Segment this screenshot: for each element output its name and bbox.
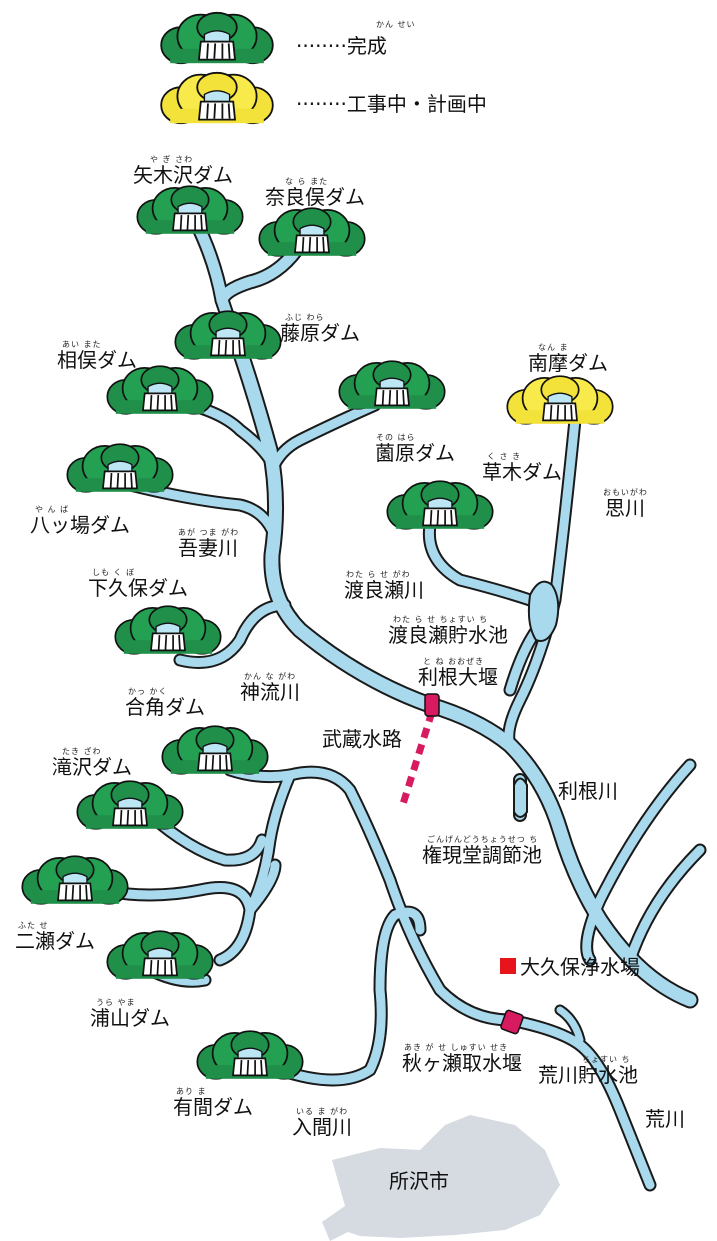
arima-label: 有間ダム	[173, 1095, 253, 1119]
watarase-reservoir-shape	[527, 580, 560, 642]
gongendo-ruby: ごんげんどうちょうせつ ち	[427, 835, 539, 844]
nanma-label: 南摩ダム	[528, 351, 608, 375]
iruma-ruby: いる ま がわ	[296, 1107, 349, 1116]
naramata-ruby: な ら また	[285, 177, 329, 186]
legend-complete: ········完成	[296, 30, 387, 59]
tone-weir-label: 利根大堰	[418, 665, 498, 689]
ara-river-label: 荒川	[645, 1107, 685, 1131]
tone-weir-ruby: と ね おおぜき	[423, 657, 485, 666]
gongendo-pond-shape	[513, 777, 528, 818]
rivers	[93, 212, 707, 1192]
naramata-label: 奈良俣ダム	[265, 185, 365, 209]
agatsuma-ruby: あが つま がわ	[178, 528, 240, 537]
watarase-ruby: わた ら せ がわ	[346, 570, 411, 579]
legend-planned-dots: ········	[296, 92, 347, 116]
fujiwara-dam-icon	[174, 310, 282, 360]
musashi-canal-line	[399, 710, 436, 806]
takizawa-label: 滝沢ダム	[52, 755, 132, 779]
kusaki-ruby: く さ き	[487, 452, 522, 461]
arima-dam-icon	[196, 1030, 304, 1080]
aimata-label: 相俣ダム	[57, 348, 137, 372]
watarase-reservoir-ruby: わた ら せ ちょすい ち	[393, 615, 489, 624]
kakkaku-dam-icon	[161, 725, 269, 775]
futase-dam-icon	[21, 855, 129, 905]
tokorozawa-city-area	[322, 1115, 560, 1241]
okubo-plant-label: 大久保浄水場	[520, 955, 640, 979]
sonohara-label: 薗原ダム	[375, 441, 455, 465]
urayama-dam-icon	[106, 930, 214, 980]
akigase-weir-marker	[500, 1009, 524, 1035]
shimokubo-dam-icon	[114, 605, 222, 655]
nanma-ruby: なん ま	[538, 343, 569, 352]
legend-complete-icon	[160, 11, 274, 65]
omoigawa-ruby: おもいがわ	[603, 488, 648, 497]
iruma-label: 入間川	[292, 1115, 352, 1139]
aimata-dam-icon	[106, 365, 214, 415]
legend-planned-label: 工事中・計画中	[346, 92, 487, 116]
legend-planned: ········工事中・計画中	[296, 88, 487, 117]
kanna-ruby: かん な がわ	[244, 672, 297, 681]
gongendo-label: 権現堂調節池	[422, 843, 542, 867]
nanma-dam-icon[interactable]	[506, 375, 614, 425]
kanna-label: 神流川	[240, 680, 300, 704]
musashi-canal-label: 武蔵水路	[322, 727, 402, 751]
takizawa-ruby: たき ざわ	[62, 747, 102, 756]
yanba-dam-icon	[66, 443, 174, 493]
akigase-weir-label: 秋ヶ瀬取水堰	[402, 1051, 522, 1075]
watarase-label: 渡良瀬川	[344, 578, 424, 602]
futase-label: 二瀬ダム	[15, 929, 95, 953]
yagisawa-ruby: や ぎ さわ	[150, 155, 194, 164]
kusaki-label: 草木ダム	[482, 460, 562, 484]
sonohara-ruby: その はら	[376, 433, 416, 442]
yanba-label: 八ッ場ダム	[30, 513, 130, 537]
shimokubo-label: 下久保ダム	[88, 576, 188, 600]
tone-weir-marker	[424, 693, 440, 717]
fujiwara-label: 藤原ダム	[280, 321, 360, 345]
urayama-label: 浦山ダム	[90, 1006, 170, 1030]
urayama-ruby: うら やま	[96, 998, 136, 1007]
legend-complete-ruby: かん せい	[376, 20, 416, 29]
yanba-ruby: や ん ば	[35, 505, 70, 514]
akigase-weir-ruby: あき が せ しゅすい せき	[404, 1043, 509, 1052]
legend-complete-dots: ········	[296, 34, 347, 58]
kusaki-dam-icon	[386, 480, 494, 530]
yagisawa-dam-icon	[136, 185, 244, 235]
legend-complete-label: 完成	[346, 34, 387, 58]
tokorozawa-city-label: 所沢市	[389, 1169, 449, 1193]
omoigawa-label: 思川	[605, 496, 645, 520]
watarase-reservoir-label: 渡良瀬貯水池	[388, 623, 508, 647]
tone-river-label: 利根川	[558, 779, 618, 803]
legend-planned-icon	[160, 71, 274, 125]
yagisawa-label: 矢木沢ダム	[133, 163, 233, 187]
sonohara-dam-icon	[338, 360, 446, 410]
arakawa-reservoir-ruby: ちょすい ち	[582, 1055, 631, 1064]
fujiwara-ruby: ふじ わら	[285, 313, 325, 322]
okubo-plant-marker	[500, 958, 516, 974]
arakawa-reservoir-label: 荒川貯水池	[538, 1063, 638, 1087]
agatsuma-label: 吾妻川	[178, 536, 238, 560]
shimokubo-ruby: しも く ぼ	[92, 568, 136, 577]
naramata-dam-icon	[258, 207, 366, 257]
futase-ruby: ふた せ	[18, 921, 49, 930]
kakkaku-label: 合角ダム	[125, 695, 205, 719]
arima-ruby: あり ま	[176, 1087, 207, 1096]
aimata-ruby: あい また	[62, 340, 102, 349]
kakkaku-ruby: かっ かく	[128, 687, 168, 696]
takizawa-dam-icon	[76, 780, 184, 830]
